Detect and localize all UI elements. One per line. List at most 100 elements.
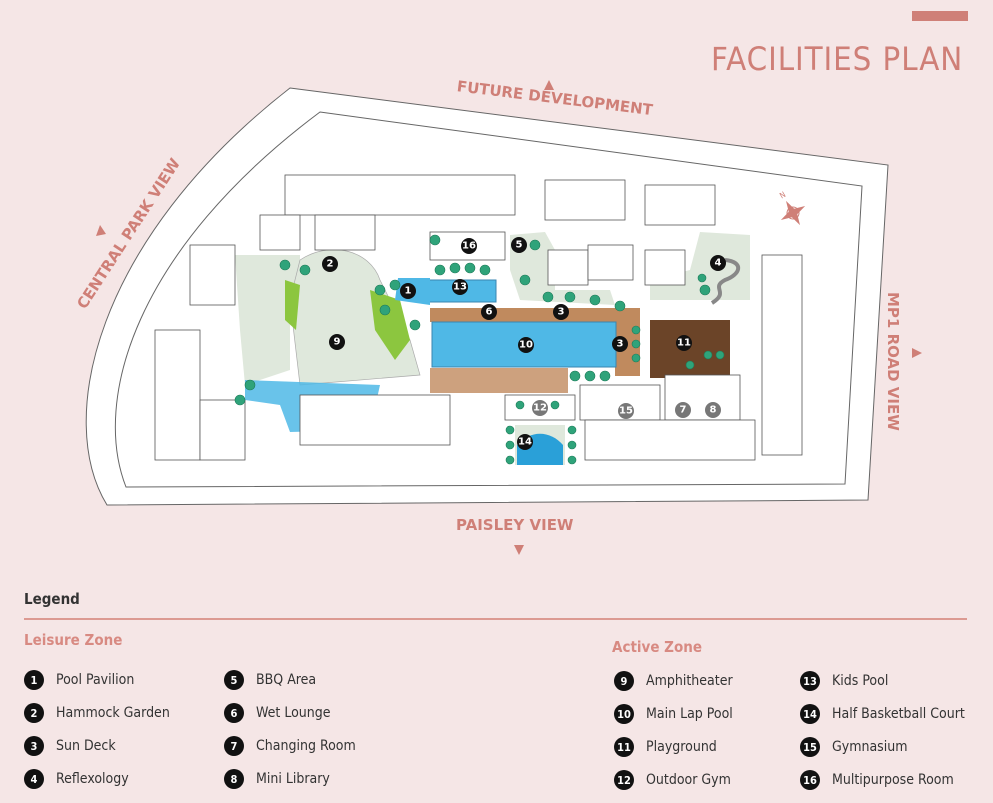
marker-7[interactable]: 7 — [675, 402, 691, 418]
legend-item: 14 Half Basketball Court — [800, 704, 965, 724]
legend-number-badge: 16 — [800, 770, 820, 790]
direction-east: MP1 ROAD VIEW — [884, 292, 902, 431]
legend-number-badge: 8 — [224, 769, 244, 789]
marker-10[interactable]: 10 — [518, 337, 534, 353]
legend-number-badge: 12 — [614, 770, 634, 790]
marker-6[interactable]: 6 — [481, 304, 497, 320]
buildings — [154, 174, 803, 461]
legend-number-badge: 2 — [24, 703, 44, 723]
legend-item-label: Multipurpose Room — [832, 772, 954, 788]
marker-15[interactable]: 15 — [618, 403, 634, 419]
bbq-garden — [510, 232, 615, 305]
green-lawn-west — [285, 280, 300, 330]
legend-item-label: Sun Deck — [56, 738, 116, 754]
marker-4[interactable]: 4 — [710, 255, 726, 271]
svg-text:8: 8 — [710, 405, 717, 416]
legend-number-badge: 13 — [800, 671, 820, 691]
svg-text:12: 12 — [533, 403, 547, 414]
header-accent-bar — [912, 11, 968, 21]
marker-8[interactable]: 8 — [705, 402, 721, 418]
svg-text:11: 11 — [677, 338, 691, 349]
svg-text:2: 2 — [327, 259, 334, 270]
legend-item: 9 Amphitheater — [614, 671, 733, 691]
legend-number-badge: 11 — [614, 737, 634, 757]
svg-text:14: 14 — [518, 437, 532, 448]
trees — [234, 234, 725, 465]
svg-text:9: 9 — [334, 337, 341, 348]
svg-text:13: 13 — [453, 282, 467, 293]
page-title: FACILITIES PLAN — [710, 40, 963, 78]
legend-item-label: Gymnasium — [832, 739, 908, 755]
marker-9[interactable]: 9 — [329, 334, 345, 350]
arrow-north-icon — [544, 80, 554, 90]
legend-item-label: Changing Room — [256, 738, 356, 754]
legend-divider — [24, 618, 967, 620]
legend-title: Legend — [24, 590, 80, 608]
legend-item-label: Playground — [646, 739, 717, 755]
legend-item-label: Main Lap Pool — [646, 706, 733, 722]
legend-item: 1 Pool Pavilion — [24, 670, 134, 690]
legend-item-label: Wet Lounge — [256, 705, 331, 721]
svg-text:3: 3 — [617, 339, 624, 350]
marker-16[interactable]: 16 — [461, 238, 477, 254]
compass-icon: N — [778, 190, 806, 226]
green-lawn — [370, 290, 410, 360]
legend-number-badge: 1 — [24, 670, 44, 690]
marker-2[interactable]: 2 — [322, 256, 338, 272]
legend-item-label: Half Basketball Court — [832, 706, 965, 722]
legend-item-label: Mini Library — [256, 771, 330, 787]
legend-item-label: Pool Pavilion — [56, 672, 135, 688]
legend-item: 3 Sun Deck — [24, 736, 116, 756]
legend-number-badge: 7 — [224, 736, 244, 756]
wet-lounge-deck — [430, 308, 640, 322]
legend-item: 16 Multipurpose Room — [800, 770, 954, 790]
marker-3[interactable]: 3 — [553, 304, 569, 320]
svg-text:15: 15 — [619, 406, 633, 417]
marker-14[interactable]: 14 — [517, 434, 533, 450]
svg-text:4: 4 — [715, 258, 722, 269]
svg-text:5: 5 — [516, 240, 523, 251]
legend-item: 11 Playground — [614, 737, 717, 757]
svg-text:16: 16 — [462, 241, 476, 252]
legend-item-label: Outdoor Gym — [646, 772, 731, 788]
marker-1[interactable]: 1 — [400, 283, 416, 299]
marker-13[interactable]: 13 — [452, 279, 468, 295]
svg-text:6: 6 — [486, 307, 493, 318]
arrow-east-icon — [912, 348, 922, 358]
legend-number-badge: 15 — [800, 737, 820, 757]
marker-11[interactable]: 11 — [676, 335, 692, 351]
legend-item-label: Hammock Garden — [56, 705, 170, 721]
legend-item: 2 Hammock Garden — [24, 703, 170, 723]
legend-number-badge: 5 — [224, 670, 244, 690]
reflexology-path — [710, 258, 741, 305]
facility-markers: 1 2 3 3 4 5 6 7 8 9 10 11 12 13 14 15 16 — [322, 237, 726, 450]
legend-number-badge: 14 — [800, 704, 820, 724]
active-zone-title: Active Zone — [612, 638, 702, 656]
legend-number-badge: 3 — [24, 736, 44, 756]
marker-3b[interactable]: 3 — [612, 336, 628, 352]
compass-label: N — [778, 190, 787, 200]
legend-item: 12 Outdoor Gym — [614, 770, 731, 790]
legend-number-badge: 4 — [24, 769, 44, 789]
landscape-west — [235, 255, 300, 385]
legend-item-label: BBQ Area — [256, 672, 317, 688]
legend-item: 5 BBQ Area — [224, 670, 316, 690]
marker-5[interactable]: 5 — [511, 237, 527, 253]
arrow-west-icon — [96, 225, 106, 236]
svg-text:1: 1 — [405, 286, 412, 297]
svg-text:3: 3 — [558, 307, 565, 318]
svg-text:10: 10 — [519, 340, 533, 351]
leisure-zone-title: Leisure Zone — [24, 631, 123, 649]
site-plan: 1 2 3 3 4 5 6 7 8 9 10 11 12 13 14 15 16… — [73, 77, 922, 555]
marker-12[interactable]: 12 — [532, 400, 548, 416]
legend-item: 8 Mini Library — [224, 769, 330, 789]
legend-item: 15 Gymnasium — [800, 737, 908, 757]
legend-number-badge: 9 — [614, 671, 634, 691]
legend-item-label: Amphitheater — [646, 673, 733, 689]
arrow-south-icon — [514, 545, 524, 555]
direction-south: PAISLEY VIEW — [456, 516, 574, 534]
amphitheater-garden — [289, 249, 421, 386]
